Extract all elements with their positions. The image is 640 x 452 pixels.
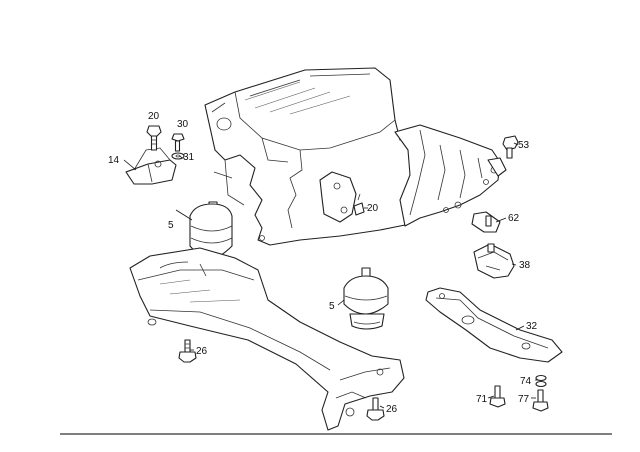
callout-5-center: 5 bbox=[329, 301, 335, 312]
washer-74 bbox=[535, 374, 547, 388]
transmission-mount-38 bbox=[473, 243, 515, 279]
callout-5-left: 5 bbox=[168, 220, 174, 231]
callout-30: 30 bbox=[177, 119, 189, 130]
left-engine-bracket bbox=[125, 147, 177, 185]
bolt-30 bbox=[171, 133, 185, 152]
callout-20-lower: 20 bbox=[367, 203, 379, 214]
callout-74: 74 bbox=[520, 376, 532, 387]
bolt-26-left bbox=[178, 339, 197, 363]
callout-53: 53 bbox=[518, 140, 530, 151]
callout-14: 14 bbox=[108, 155, 120, 166]
callout-31: 31 bbox=[183, 152, 195, 163]
leader-lines bbox=[123, 142, 538, 409]
bolt-26-right bbox=[366, 397, 385, 421]
bolt-53 bbox=[502, 135, 519, 159]
bolt-20-upper bbox=[146, 125, 162, 151]
callout-38: 38 bbox=[519, 260, 531, 271]
callout-26-left: 26 bbox=[196, 346, 208, 357]
transmission-housing bbox=[394, 124, 507, 227]
callout-32: 32 bbox=[526, 321, 538, 332]
rear-crossmember-32 bbox=[425, 287, 563, 363]
callout-77: 77 bbox=[518, 394, 530, 405]
callout-26-right: 26 bbox=[386, 404, 398, 415]
front-crossmember bbox=[129, 247, 405, 431]
callout-62: 62 bbox=[508, 213, 520, 224]
callout-20-upper: 20 bbox=[148, 111, 160, 122]
engine-side-bracket bbox=[319, 171, 365, 223]
engine-mount-center bbox=[343, 267, 389, 330]
bolt-77 bbox=[532, 389, 549, 412]
bolt-71 bbox=[489, 385, 506, 408]
callout-71: 71 bbox=[476, 394, 488, 405]
engine-block bbox=[204, 67, 421, 246]
clip-62 bbox=[471, 211, 501, 233]
